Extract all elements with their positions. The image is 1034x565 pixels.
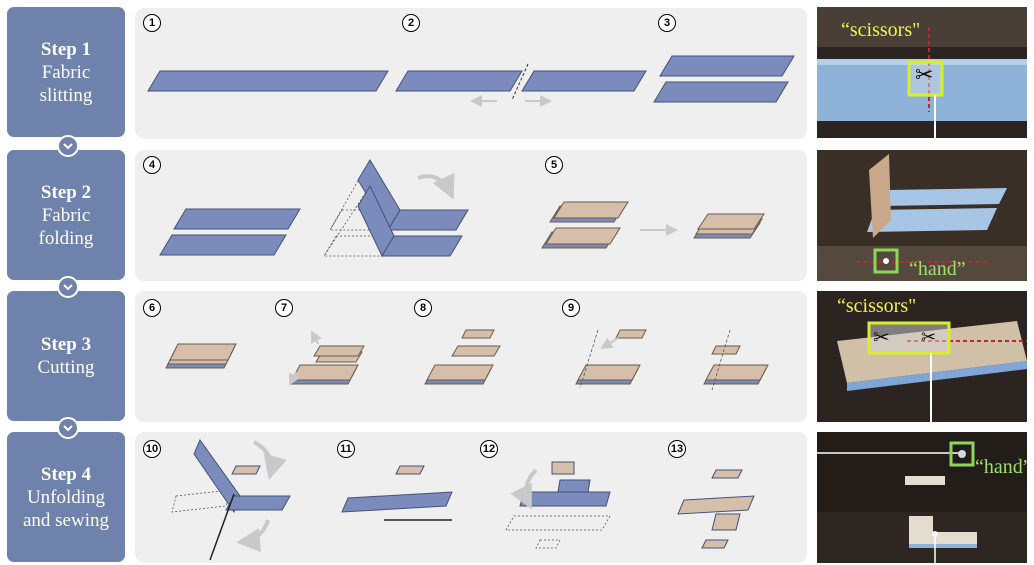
photo-step-2: “hand” <box>817 150 1027 281</box>
chevron-down-icon <box>57 276 79 298</box>
photo-label-scissors: “scissors" <box>837 295 916 318</box>
step-number-8: 8 <box>414 299 432 317</box>
scissors-icon: ✂ <box>873 325 890 350</box>
photo-step-1: “scissors" ✂ <box>817 7 1027 138</box>
chevron-down-icon <box>57 135 79 157</box>
photo-step-3: “scissors" ✂ ✂ <box>817 291 1027 422</box>
photo-label-hand: “hand” <box>909 258 966 281</box>
step-number-3: 3 <box>658 14 676 32</box>
step-number-2: 2 <box>402 14 420 32</box>
step-number-7: 7 <box>275 299 293 317</box>
photo-step-4: “hand” <box>817 432 1027 563</box>
step-number-10: 10 <box>143 440 161 458</box>
chevron-down-icon <box>57 417 79 439</box>
step-number-9: 9 <box>562 299 580 317</box>
step-number-4: 4 <box>143 156 161 174</box>
scissors-icon: ✂ <box>915 62 933 88</box>
photo-label-hand: “hand” <box>975 456 1027 479</box>
step-number-12: 12 <box>480 440 498 458</box>
step-number-1: 1 <box>143 14 161 32</box>
step-number-13: 13 <box>668 440 686 458</box>
step-number-6: 6 <box>143 299 161 317</box>
step-number-11: 11 <box>337 440 355 458</box>
photo-label-scissors: “scissors" <box>841 19 920 42</box>
fabric-diagrams <box>0 0 810 565</box>
step-number-5: 5 <box>545 156 563 174</box>
scissors-icon: ✂ <box>921 327 936 348</box>
